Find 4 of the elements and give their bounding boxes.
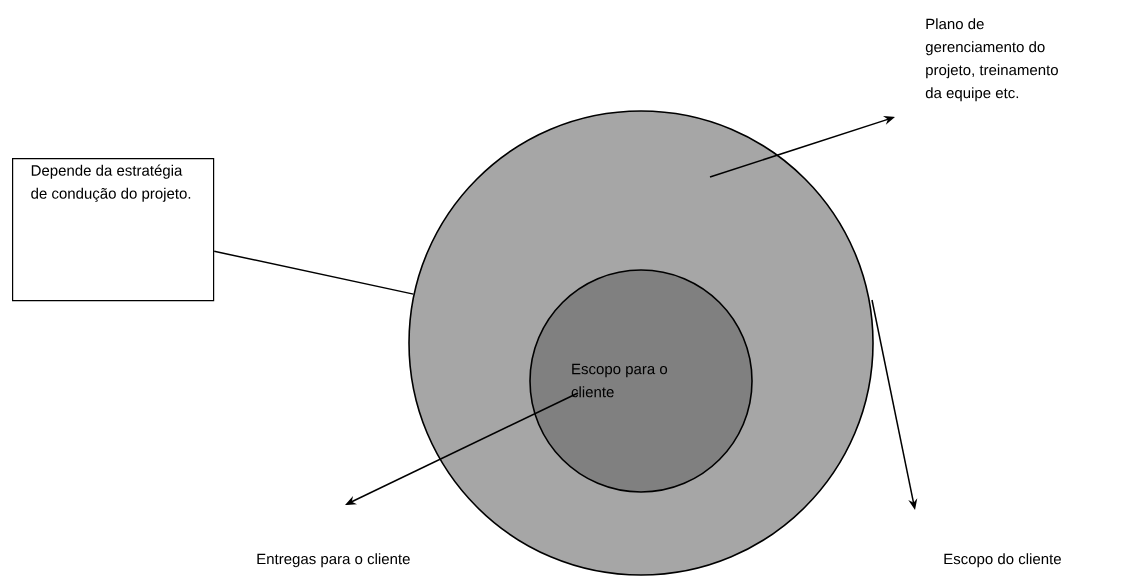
annotation-text: Entregas para o cliente [257, 553, 410, 568]
callout-box: Depende da estratégia de condução do projeto. [12, 158, 215, 302]
annotation-text: Plano de gerenciamento do projeto, treinamento da equipe etc. [925, 18, 1058, 102]
annotation-text: Escopo do cliente [944, 553, 1061, 568]
